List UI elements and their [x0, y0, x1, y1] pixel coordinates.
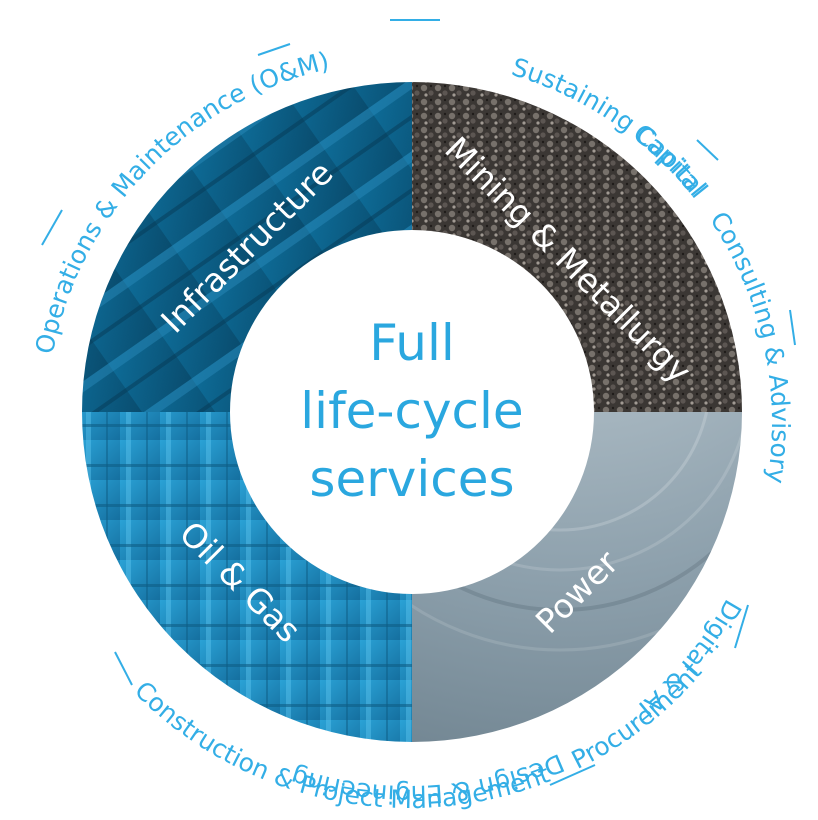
outer-ring-connectors	[41, 19, 796, 786]
center-title-line-1: Full	[369, 314, 455, 372]
center-title-line-3: services	[309, 450, 514, 508]
segment-oil-gas	[82, 412, 412, 742]
center-title-line-2: life-cycle	[300, 382, 523, 440]
segment-power	[412, 412, 742, 742]
segment-mining-metallurgy	[412, 82, 742, 412]
segment-infrastructure	[82, 82, 412, 412]
